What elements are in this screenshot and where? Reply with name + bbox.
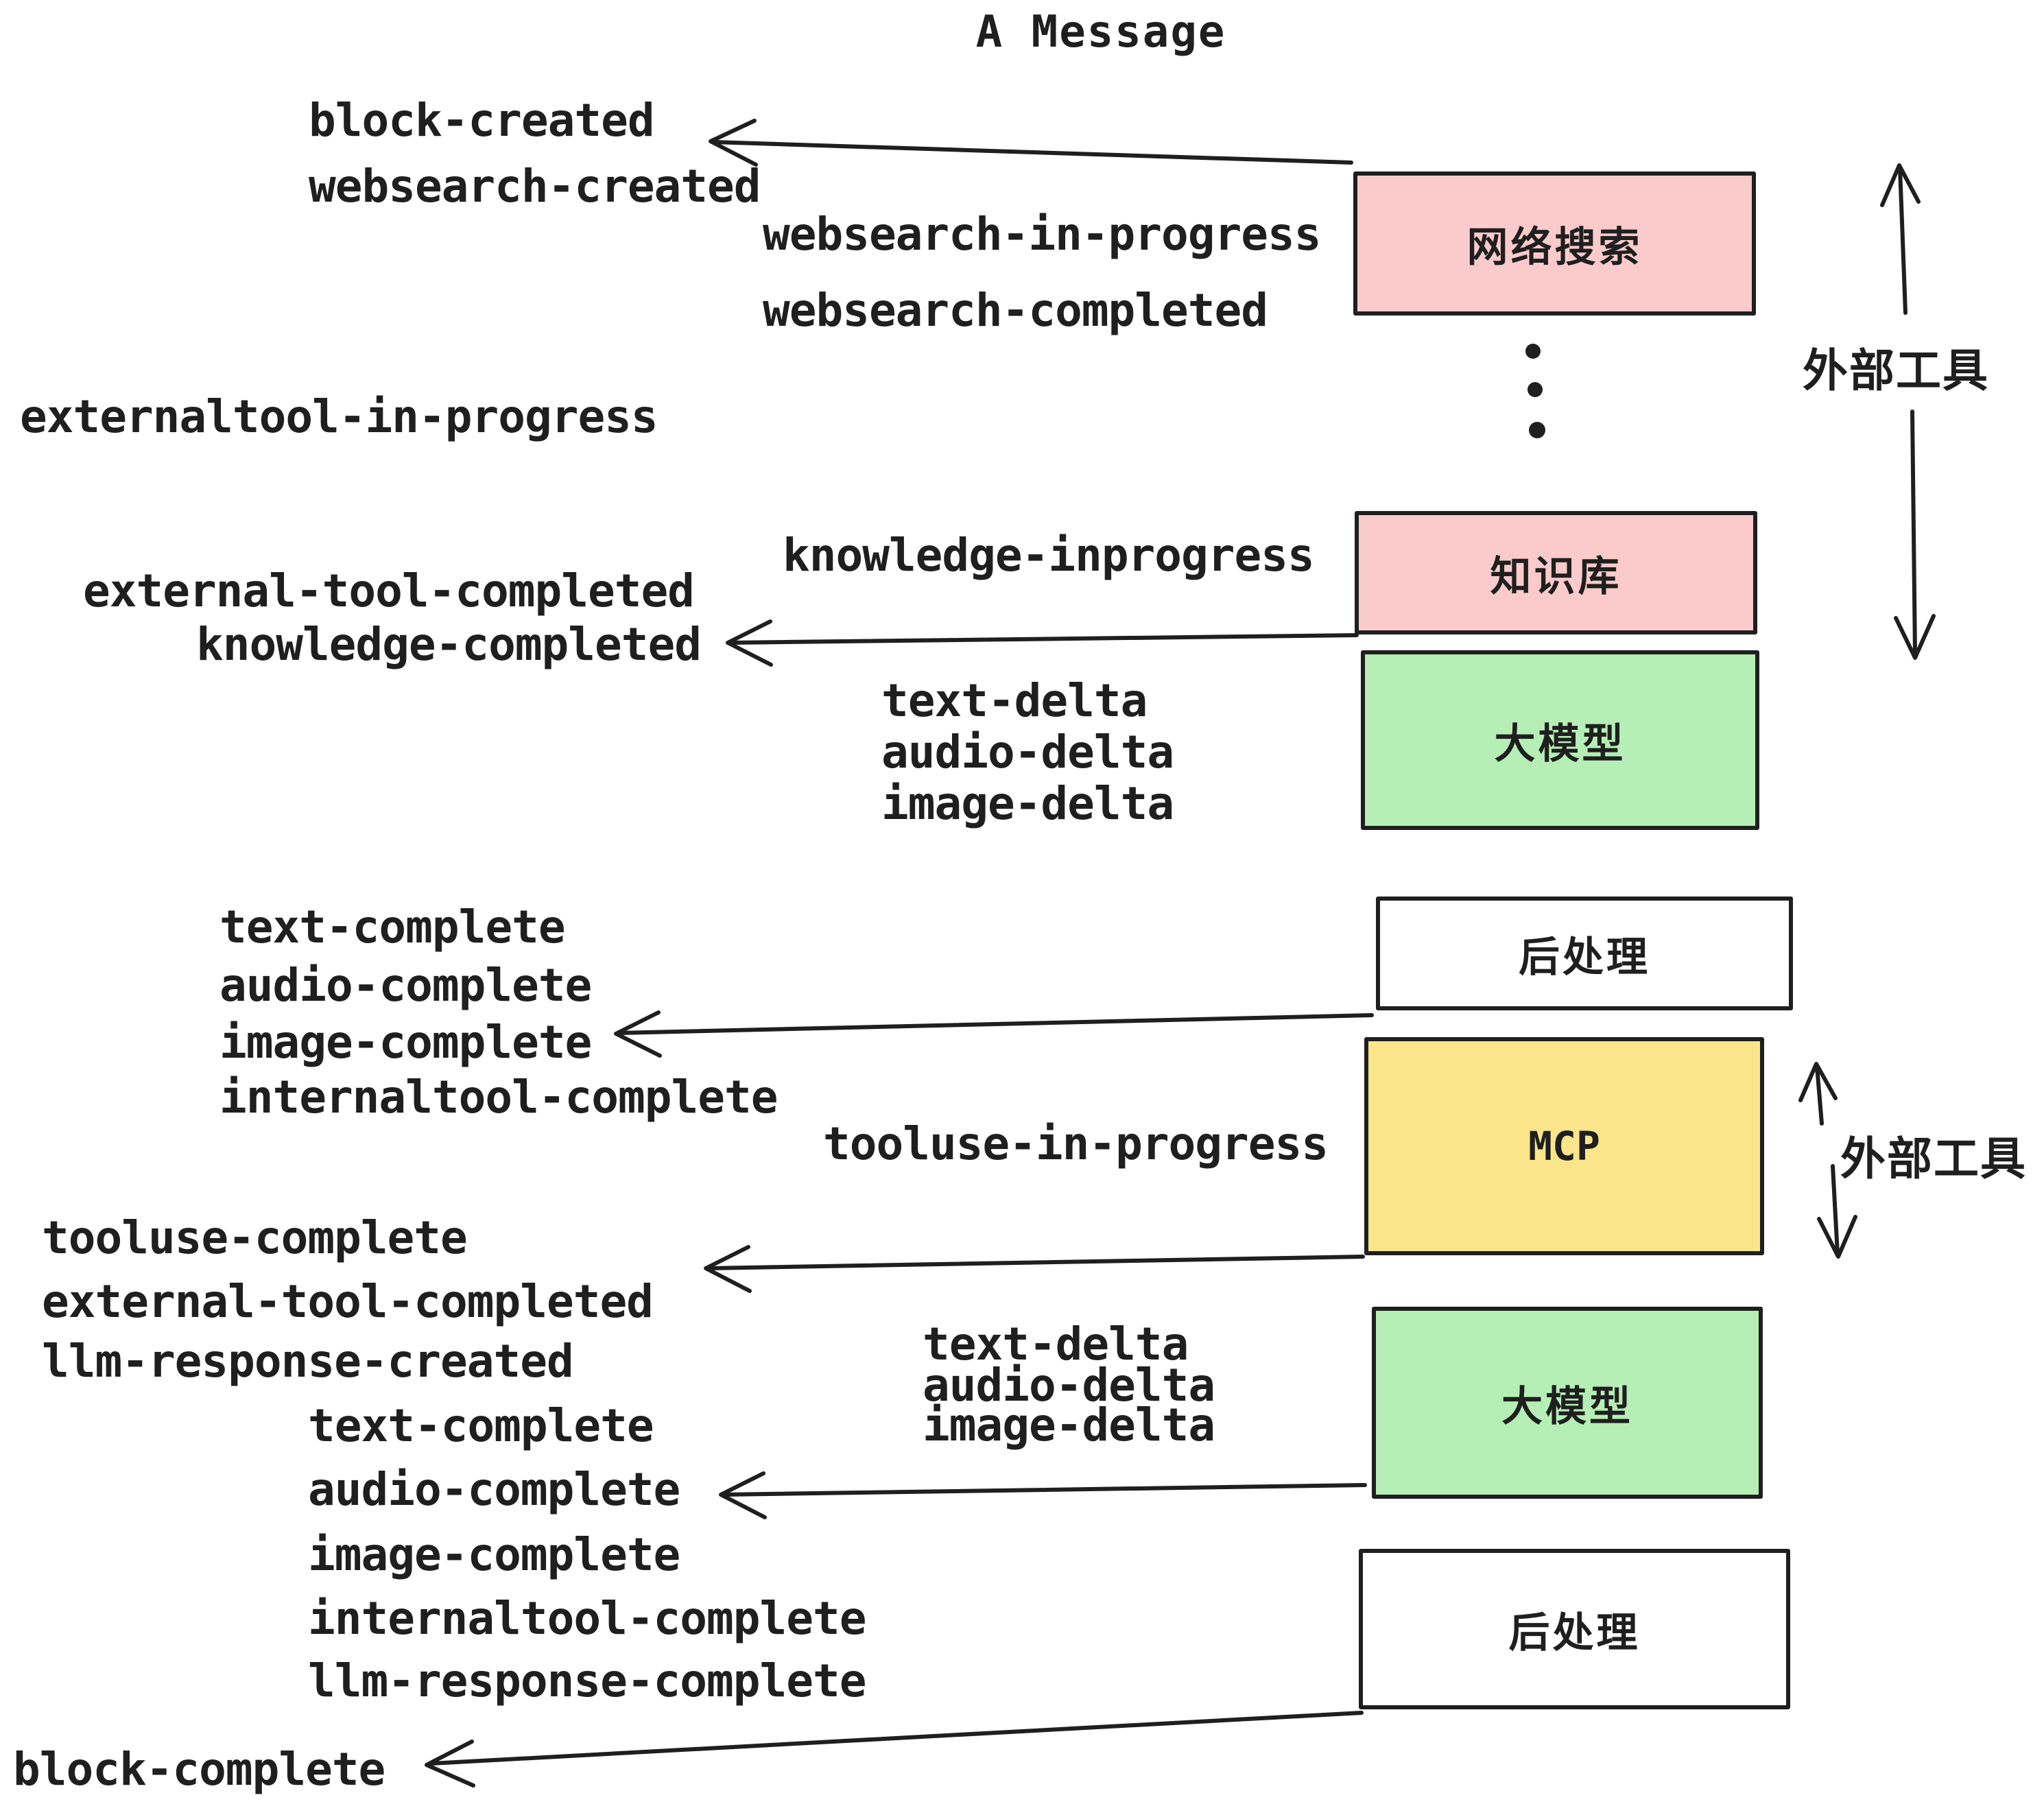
event-image-delta-1: image-delta: [881, 777, 1174, 830]
arrow-block-created: [711, 121, 1351, 165]
event-externaltool-in-progress: externaltool-in-progress: [20, 390, 658, 443]
event-websearch-created: websearch-created: [309, 160, 761, 213]
box-postprocess-top-label: 后处理: [1519, 933, 1650, 982]
event-audio-complete-1: audio-complete: [219, 959, 592, 1012]
event-text-delta-2: text-delta: [923, 1318, 1189, 1370]
event-block-created: block-created: [309, 94, 655, 147]
box-mcp-label: MCP: [1528, 1123, 1600, 1170]
event-external-tool-completed-1: external-tool-completed: [83, 565, 695, 617]
arrow-audio-complete: [721, 1473, 1365, 1517]
box-llm-top: 大模型: [1361, 650, 1759, 830]
event-text-complete-2: text-complete: [308, 1399, 654, 1452]
event-websearch-completed: websearch-completed: [763, 284, 1268, 337]
box-postprocess-bottom-label: 后处理: [1508, 1609, 1641, 1657]
arrow-tooluse-complete: [706, 1247, 1363, 1291]
arrow-block-complete: [427, 1713, 1362, 1785]
box-knowledge-label: 知识库: [1490, 552, 1622, 601]
box-postprocess-bottom: 后处理: [1359, 1549, 1790, 1709]
double-arrow-external-tools-middle: [1801, 1064, 1855, 1257]
event-tooluse-in-progress: tooluse-in-progress: [823, 1117, 1329, 1170]
side-label-external-tools-middle: 外部工具: [1840, 1132, 2027, 1185]
box-llm-top-label: 大模型: [1494, 720, 1626, 768]
event-websearch-in-progress: websearch-in-progress: [763, 208, 1321, 261]
box-websearch-label: 网络搜索: [1466, 223, 1643, 272]
event-text-complete-1: text-complete: [219, 901, 566, 953]
event-image-complete-2: image-complete: [308, 1528, 680, 1581]
event-audio-complete-2: audio-complete: [308, 1463, 680, 1516]
box-websearch: 网络搜索: [1353, 171, 1756, 316]
box-postprocess-top: 后处理: [1376, 897, 1793, 1010]
arrow-image-complete: [616, 1012, 1372, 1056]
side-label-external-tools-top: 外部工具: [1803, 344, 1989, 397]
box-llm-bottom: 大模型: [1372, 1307, 1763, 1499]
diagram-title: A Message: [975, 7, 1226, 58]
event-llm-response-created: llm-response-created: [42, 1335, 574, 1388]
double-arrow-external-tools-top: [1882, 165, 1934, 658]
event-audio-delta-1: audio-delta: [881, 726, 1174, 779]
event-image-delta-2: image-delta: [923, 1399, 1215, 1451]
event-internaltool-complete-1: internaltool-complete: [219, 1071, 778, 1124]
arrow-knowledge-completed: [728, 621, 1357, 665]
event-image-complete-1: image-complete: [219, 1016, 592, 1069]
box-mcp: MCP: [1364, 1037, 1764, 1255]
event-knowledge-completed: knowledge-completed: [196, 618, 702, 671]
event-knowledge-inprogress: knowledge-inprogress: [783, 529, 1315, 582]
event-text-delta-1: text-delta: [881, 674, 1148, 727]
event-tooluse-complete: tooluse-complete: [42, 1211, 468, 1264]
box-llm-bottom-label: 大模型: [1501, 1382, 1633, 1431]
event-audio-delta-2: audio-delta: [923, 1359, 1215, 1412]
event-block-complete: block-complete: [13, 1743, 385, 1796]
event-llm-response-complete: llm-response-complete: [308, 1654, 866, 1707]
ellipsis-dots: [1525, 344, 1545, 438]
event-internaltool-complete-2: internaltool-complete: [308, 1592, 866, 1645]
box-knowledge: 知识库: [1355, 511, 1757, 634]
event-external-tool-completed-2: external-tool-completed: [42, 1275, 654, 1328]
